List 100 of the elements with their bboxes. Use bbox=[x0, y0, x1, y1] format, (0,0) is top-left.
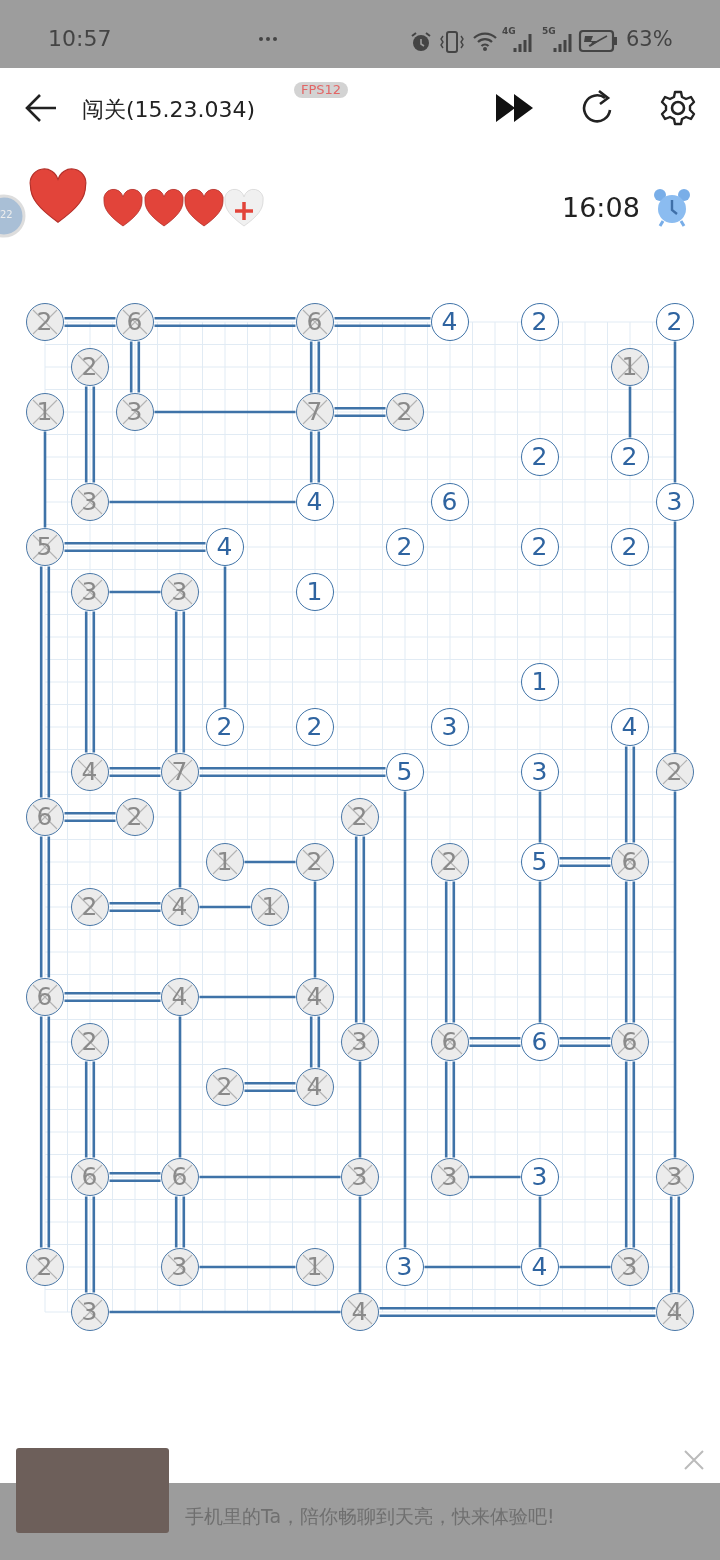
bridge-line bbox=[92, 611, 96, 753]
island-number: 3 bbox=[531, 1164, 548, 1189]
bridge-line bbox=[559, 1044, 611, 1048]
island-circle bbox=[430, 482, 469, 521]
island-number: 4 bbox=[441, 309, 458, 334]
bridge-line bbox=[444, 1061, 448, 1158]
bridge-line bbox=[452, 881, 456, 1023]
completed-island-circle bbox=[25, 527, 64, 566]
completed-island-circle bbox=[430, 842, 469, 881]
bridge-line bbox=[559, 1265, 611, 1269]
completed-island-circle bbox=[25, 797, 64, 836]
island-number: 2 bbox=[441, 849, 458, 874]
bridge-line bbox=[84, 611, 88, 753]
bridge-line bbox=[632, 746, 636, 843]
completed-island-circle bbox=[115, 392, 154, 431]
island-number: 2 bbox=[531, 444, 548, 469]
island-number: 4 bbox=[351, 1299, 368, 1324]
completed-island-circle bbox=[25, 977, 64, 1016]
bridge-line bbox=[64, 819, 116, 823]
completed-island-circle bbox=[610, 1022, 649, 1061]
timer-text: 16:08 bbox=[562, 193, 640, 223]
island-circle bbox=[610, 527, 649, 566]
bridge-line bbox=[334, 406, 386, 410]
island-number: 6 bbox=[36, 984, 53, 1009]
bridge-line bbox=[92, 386, 96, 483]
completed-island-circle bbox=[25, 392, 64, 431]
bridge-line bbox=[538, 1196, 542, 1248]
bridge-line bbox=[673, 791, 677, 1158]
completed-island-circle bbox=[160, 977, 199, 1016]
bridge-line bbox=[178, 791, 182, 888]
bridge-line bbox=[403, 791, 407, 1248]
bridge-line bbox=[334, 414, 386, 418]
island-circle bbox=[520, 1157, 559, 1196]
bridge-line bbox=[137, 341, 141, 393]
completed-island-circle bbox=[340, 1022, 379, 1061]
island-circle bbox=[520, 842, 559, 881]
bridge-line bbox=[334, 324, 431, 328]
bridge-line bbox=[154, 316, 296, 320]
bridge-line bbox=[559, 1036, 611, 1040]
bridge-line bbox=[317, 1016, 321, 1068]
bridge-line bbox=[628, 386, 632, 438]
bridge-line bbox=[109, 500, 296, 504]
bridge-line bbox=[109, 1310, 341, 1314]
island-number: 6 bbox=[621, 849, 638, 874]
island-number: 1 bbox=[36, 399, 53, 424]
bridge-line bbox=[109, 590, 161, 594]
bridge-line bbox=[624, 1061, 628, 1248]
bridge-line bbox=[469, 1036, 521, 1040]
island-number: 2 bbox=[216, 1074, 233, 1099]
status-time: 10:57 bbox=[48, 27, 112, 52]
island-number: 2 bbox=[81, 1029, 98, 1054]
island-circle bbox=[205, 527, 244, 566]
bridge-line bbox=[84, 1061, 88, 1158]
bridge-line bbox=[64, 999, 161, 1003]
bridge-line bbox=[109, 1171, 161, 1175]
network-type: 4G bbox=[502, 27, 516, 37]
bridge-line bbox=[84, 386, 88, 483]
island-number: 4 bbox=[531, 1254, 548, 1279]
completed-island-circle bbox=[340, 1157, 379, 1196]
completed-island-circle bbox=[160, 887, 199, 926]
fps-badge: FPS12 bbox=[294, 82, 349, 99]
completed-island-circle bbox=[340, 1292, 379, 1331]
bridge-line bbox=[669, 1196, 673, 1293]
island-number: 3 bbox=[351, 1164, 368, 1189]
island-number: 6 bbox=[531, 1029, 548, 1054]
bridge-line bbox=[154, 410, 296, 414]
bridge-line bbox=[129, 341, 133, 393]
bridge-line bbox=[199, 905, 251, 909]
bridge-line bbox=[64, 324, 116, 328]
island-number: 2 bbox=[36, 309, 53, 334]
bridge-line bbox=[313, 881, 317, 978]
island-number: 4 bbox=[621, 714, 638, 739]
island-number: 2 bbox=[351, 804, 368, 829]
island-circle bbox=[205, 707, 244, 746]
island-number: 6 bbox=[171, 1164, 188, 1189]
island-number: 3 bbox=[621, 1254, 638, 1279]
island-number: 4 bbox=[666, 1299, 683, 1324]
completed-island-circle bbox=[655, 1157, 694, 1196]
island-circle bbox=[520, 1022, 559, 1061]
island-number: 2 bbox=[306, 714, 323, 739]
island-number: 2 bbox=[36, 1254, 53, 1279]
bridge-line bbox=[178, 1016, 182, 1158]
island-number: 2 bbox=[666, 309, 683, 334]
island-number: 2 bbox=[531, 309, 548, 334]
bridge-line bbox=[379, 1306, 656, 1310]
bridge-line bbox=[244, 1089, 296, 1093]
island-number: 7 bbox=[171, 759, 188, 784]
bridge-line bbox=[39, 566, 43, 798]
bridge-line bbox=[358, 1061, 362, 1158]
island-number: 2 bbox=[126, 804, 143, 829]
island-number: 6 bbox=[126, 309, 143, 334]
bridge-line bbox=[47, 836, 51, 978]
island-number: 3 bbox=[171, 579, 188, 604]
completed-island-circle bbox=[115, 302, 154, 341]
island-number: 2 bbox=[306, 849, 323, 874]
island-circle bbox=[430, 302, 469, 341]
bridge-line bbox=[109, 774, 161, 778]
avatar-number: 22 bbox=[0, 209, 13, 220]
completed-island-circle bbox=[70, 347, 109, 386]
completed-island-circle bbox=[70, 1292, 109, 1331]
